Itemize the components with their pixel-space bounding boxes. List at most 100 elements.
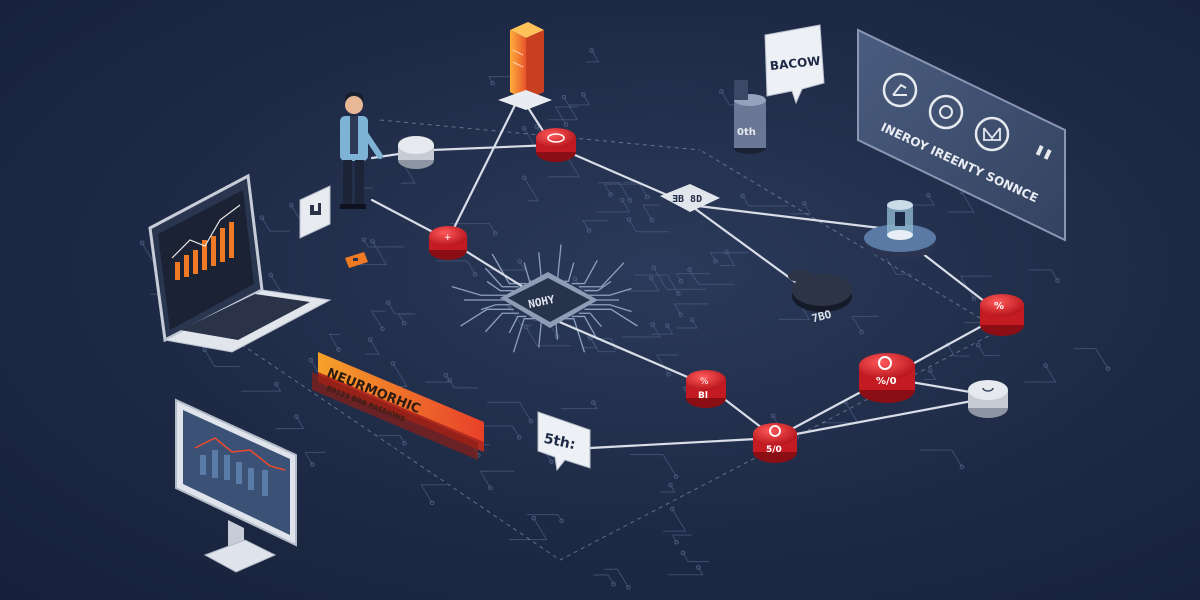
circuit-pad <box>1055 278 1060 283</box>
circuit-pad <box>310 462 315 467</box>
circuit-pad <box>620 197 625 203</box>
switch-icon <box>398 136 434 169</box>
circuit-trace <box>1024 365 1057 383</box>
circuit-pad <box>801 201 807 206</box>
circuit-trace <box>378 435 405 444</box>
speech-bubble-icon: 5th: <box>537 411 591 472</box>
circuit-pad <box>740 193 745 199</box>
circuit-trace <box>1074 348 1109 369</box>
chip-trace <box>484 267 520 288</box>
circuit-trace <box>671 534 692 543</box>
circuit-pad <box>676 291 681 296</box>
database-icon: 0th <box>734 80 766 154</box>
circuit-pad <box>666 371 671 377</box>
circuit-pad <box>308 358 314 363</box>
circuit-pad <box>490 80 495 86</box>
chip-trace <box>578 262 625 288</box>
chip-trace <box>571 260 598 285</box>
circuit-pad <box>521 125 527 131</box>
circuit-trace <box>548 96 579 121</box>
monitor-icon <box>175 398 297 573</box>
circuit-trace <box>449 223 496 234</box>
node-pct-a: 5/0 <box>766 445 782 455</box>
network-node: %/0 <box>859 353 915 403</box>
laptop-icon <box>148 173 332 353</box>
circuit-pad <box>959 464 965 470</box>
circuit-trace <box>397 313 412 324</box>
circuit-trace <box>593 574 615 585</box>
circuit-trace <box>851 315 879 333</box>
circuit-trace <box>675 273 710 282</box>
circuit-trace <box>569 94 591 106</box>
circuit-trace <box>560 402 598 410</box>
circuit-pad <box>770 413 776 419</box>
circuit-trace <box>261 217 290 232</box>
circuit-trace <box>548 157 581 178</box>
circuit-pad <box>626 217 632 222</box>
chip-trace <box>563 318 586 353</box>
circuit-pad <box>650 322 656 327</box>
circuit-trace <box>884 255 913 275</box>
circuit-trace <box>387 302 416 315</box>
circuit-trace <box>525 326 571 347</box>
circuit-trace <box>400 163 416 184</box>
circuit-trace <box>621 324 661 338</box>
circuit-trace <box>660 484 676 493</box>
circuit-pad <box>925 192 931 198</box>
chip-label: NOHY <box>527 293 556 311</box>
circuit-pad <box>927 368 933 373</box>
person-icon <box>340 92 383 209</box>
circuit-pad <box>522 175 527 181</box>
circuit-pad <box>649 217 655 223</box>
chip-trace <box>460 308 514 327</box>
touch-tablet-icon <box>299 185 331 239</box>
circuit-trace <box>583 337 598 349</box>
circuit-pad <box>294 414 299 419</box>
circuit-pad <box>370 239 375 244</box>
circuit-pad <box>626 585 631 590</box>
circuit-trace <box>742 195 789 207</box>
circuit-pad <box>549 459 554 465</box>
circuit-trace <box>603 568 629 588</box>
circuit-trace <box>682 552 709 563</box>
circuit-trace <box>328 333 341 350</box>
svg-text:%: % <box>700 377 709 387</box>
circuit-pad <box>669 506 675 512</box>
circuit-trace <box>509 305 532 326</box>
chip-trace <box>480 304 511 311</box>
circuit-pad <box>724 249 729 255</box>
circuit-pad <box>516 434 522 440</box>
network-node: % <box>980 294 1024 336</box>
small-chip-icon: ƎB 8D <box>660 184 720 212</box>
circuit-trace <box>790 203 812 215</box>
circuit-pad <box>713 259 718 264</box>
switch-icon <box>968 380 1008 418</box>
circuit-pad <box>651 265 657 270</box>
svg-text:+: + <box>444 233 452 243</box>
circuit-trace <box>642 204 660 221</box>
circuit-pad <box>563 122 569 127</box>
circuit-pad <box>385 300 391 305</box>
circuit-trace <box>673 303 709 315</box>
circuit-trace <box>947 191 975 213</box>
circuit-pad <box>695 565 701 570</box>
chip-trace <box>508 315 527 334</box>
disk-label: 7BO <box>810 308 833 326</box>
banner-icon: NEURMORHIC E0123 BRB PASSIONS <box>312 352 484 460</box>
circuit-trace <box>719 251 736 267</box>
chip-trace <box>563 262 575 282</box>
chip-trace <box>571 315 598 340</box>
chip-trace <box>538 319 545 348</box>
circuit-pad <box>336 347 341 352</box>
circuit-trace <box>425 375 451 383</box>
circuit-pad <box>975 342 981 348</box>
node-pct-b: %/0 <box>876 376 897 387</box>
circuit-pad <box>289 203 294 208</box>
circuit-trace <box>653 267 707 290</box>
circuit-pad <box>534 124 539 129</box>
circuit-trace <box>585 50 600 63</box>
circuit-trace <box>487 401 532 422</box>
circuit-pad <box>523 324 529 330</box>
circuit-pad <box>531 515 536 521</box>
circuit-pad <box>689 317 695 323</box>
